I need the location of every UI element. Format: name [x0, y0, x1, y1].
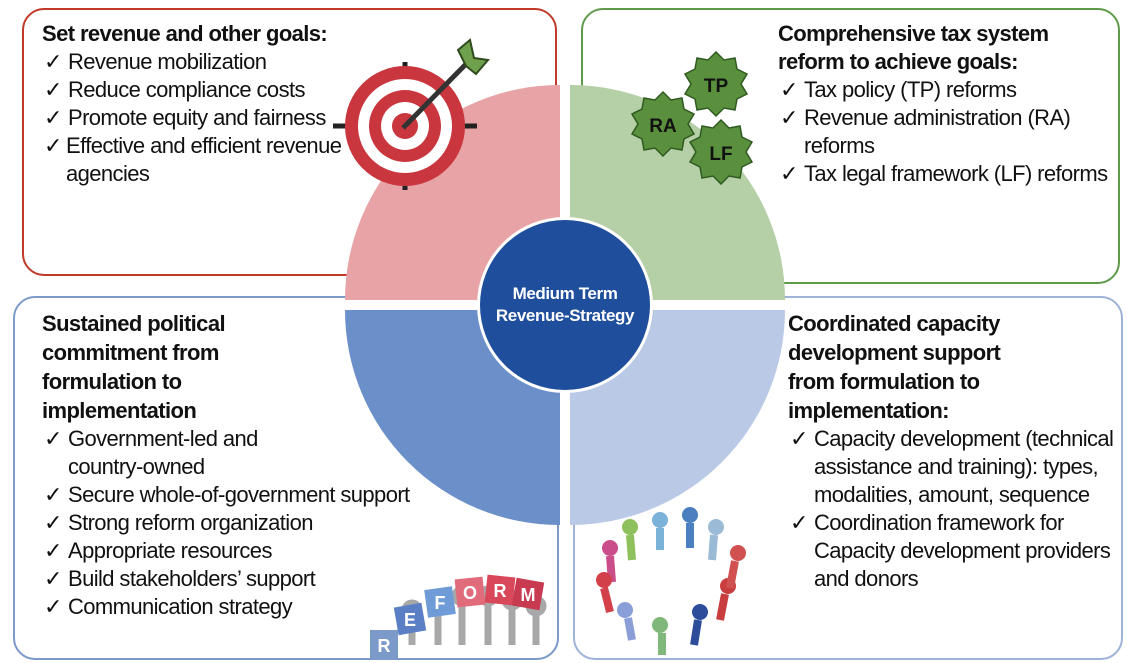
- capacity-development-section: Coordinated capacity development support…: [788, 309, 1118, 593]
- tax-reform-list: ✓Tax policy (TP) reforms ✓Revenue admini…: [778, 76, 1118, 188]
- goal-text: Promote equity and fairness: [68, 105, 326, 130]
- reform-text: Tax policy (TP) reforms: [804, 77, 1017, 102]
- center-title-line1: Medium Term: [512, 284, 618, 303]
- list-item: ✓Promote equity and fairness: [42, 104, 342, 132]
- commitment-text: Secure whole-of-government support: [68, 482, 410, 507]
- commitment-text: Strong reform organization: [68, 510, 313, 535]
- list-item: ✓Capacity development (technical assista…: [788, 425, 1118, 509]
- tax-reform-section: Comprehensive tax system reform to achie…: [778, 20, 1118, 188]
- arrow-icon: [401, 38, 490, 130]
- list-item: ✓Secure whole-of-government support: [42, 481, 502, 509]
- list-item: ✓Coordination framework for Capacity dev…: [788, 509, 1118, 593]
- list-item: ✓Government-led and country-owned: [42, 425, 308, 481]
- goals-section: Set revenue and other goals: ✓Revenue mo…: [42, 20, 342, 188]
- check-icon: ✓: [44, 538, 62, 563]
- reform-letter-f: F: [435, 593, 446, 613]
- people-circle-icon: [596, 507, 746, 655]
- check-icon: ✓: [44, 105, 62, 130]
- check-icon: ✓: [44, 133, 62, 158]
- commitment-text: Build stakeholders’ support: [68, 566, 316, 591]
- list-item: ✓Reduce compliance costs: [42, 76, 342, 104]
- center-circle: Medium Term Revenue-Strategy: [477, 217, 653, 393]
- goal-text: Revenue mobilization: [68, 49, 267, 74]
- capacity-development-list: ✓Capacity development (technical assista…: [788, 425, 1118, 593]
- gear-badge-icon-tp: [683, 50, 749, 118]
- tax-reform-heading: Comprehensive tax system reform to achie…: [778, 21, 1049, 74]
- reform-letter-m: M: [521, 585, 536, 605]
- list-item: ✓Tax policy (TP) reforms: [778, 76, 1118, 104]
- goal-text: Reduce compliance costs: [68, 77, 305, 102]
- gear-badge-icon-ra: [630, 90, 696, 158]
- check-icon: ✓: [44, 510, 62, 535]
- check-icon: ✓: [44, 77, 62, 102]
- check-icon: ✓: [44, 49, 62, 74]
- reform-letter-o: O: [463, 583, 477, 603]
- check-icon: ✓: [780, 105, 798, 130]
- badge-label-lf: LF: [709, 144, 732, 165]
- check-icon: ✓: [44, 566, 62, 591]
- check-icon: ✓: [780, 161, 798, 186]
- center-title-line2: Revenue-Strategy: [495, 306, 635, 325]
- reform-people-icon: [370, 574, 547, 658]
- list-item: ✓Effective and efficient revenue agencie…: [42, 132, 342, 188]
- check-icon: ✓: [780, 77, 798, 102]
- reform-text: Tax legal framework (LF) reforms: [804, 161, 1108, 186]
- list-item: ✓Communication strategy: [42, 593, 502, 621]
- reform-letter-e: E: [404, 610, 416, 630]
- list-item: ✓Strong reform organization: [42, 509, 502, 537]
- political-commitment-heading: Sustained political commitment from form…: [42, 311, 226, 423]
- political-commitment-section: Sustained political commitment from form…: [42, 309, 502, 621]
- commitment-text: Communication strategy: [68, 594, 293, 619]
- commitment-text: Appropriate resources: [68, 538, 272, 563]
- list-item: ✓Tax legal framework (LF) reforms: [778, 160, 1118, 188]
- reform-text: Revenue administration (RA) reforms: [804, 105, 1071, 158]
- reform-letter-r2: R: [494, 581, 507, 601]
- capacity-text: Coordination framework for Capacity deve…: [814, 510, 1111, 591]
- gear-badge-icon-lf: [688, 118, 754, 186]
- check-icon: ✓: [790, 426, 808, 451]
- list-item: ✓Appropriate resources: [42, 537, 502, 565]
- capacity-development-heading: Coordinated capacity development support…: [788, 311, 1001, 423]
- badge-label-ra: RA: [649, 116, 677, 137]
- list-item: ✓Revenue administration (RA) reforms: [778, 104, 1118, 160]
- check-icon: ✓: [44, 594, 62, 619]
- check-icon: ✓: [44, 426, 62, 451]
- list-item: ✓Revenue mobilization: [42, 48, 342, 76]
- goals-heading: Set revenue and other goals:: [42, 21, 328, 46]
- reform-letter-r1: R: [378, 636, 391, 656]
- check-icon: ✓: [790, 510, 808, 535]
- list-item: ✓Build stakeholders’ support: [42, 565, 502, 593]
- check-icon: ✓: [44, 482, 62, 507]
- goal-text: Effective and efficient revenue agencies: [66, 133, 342, 186]
- political-commitment-list: ✓Government-led and country-owned ✓Secur…: [42, 425, 502, 621]
- badge-label-tp: TP: [704, 76, 729, 97]
- capacity-text: Capacity development (technical assistan…: [814, 426, 1114, 507]
- commitment-text: Government-led and country-owned: [68, 426, 258, 479]
- goals-list: ✓Revenue mobilization ✓Reduce compliance…: [42, 48, 342, 188]
